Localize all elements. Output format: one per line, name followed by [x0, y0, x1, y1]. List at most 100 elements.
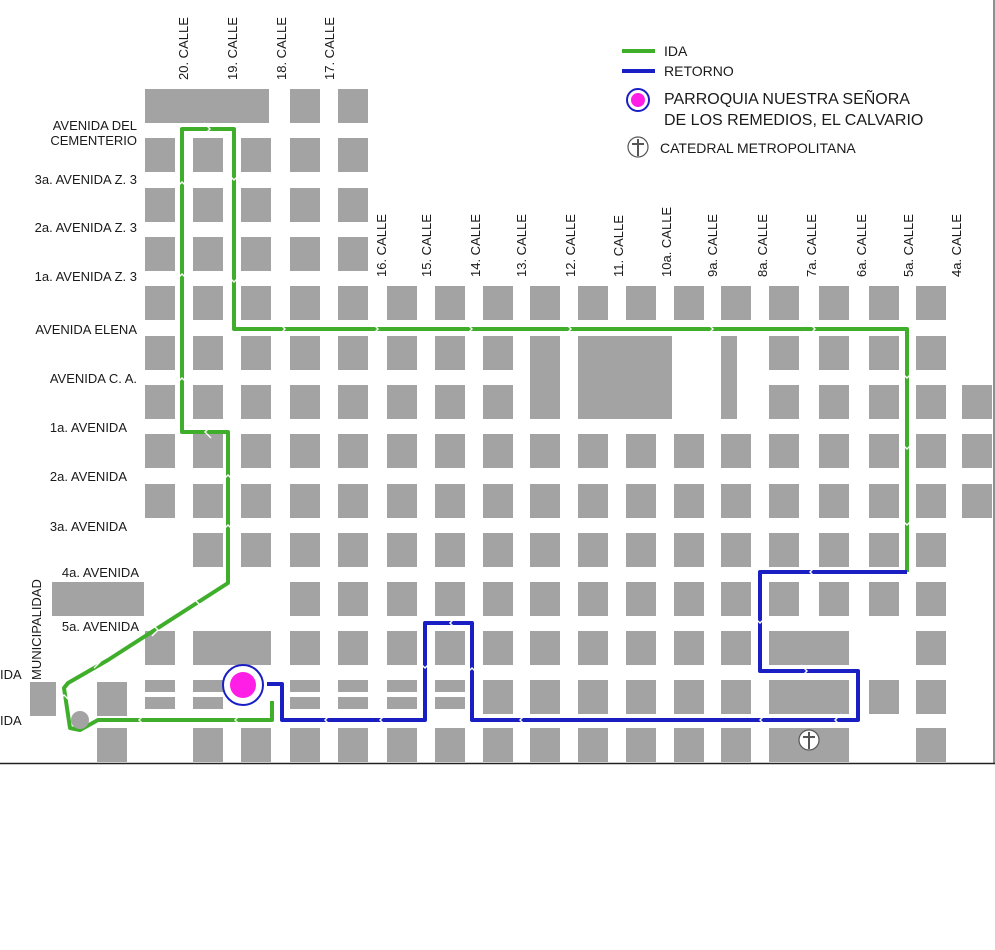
city-block — [241, 728, 271, 762]
city-block — [578, 533, 608, 567]
city-block — [869, 680, 899, 714]
city-block — [530, 434, 560, 468]
city-block — [387, 631, 417, 665]
city-block — [241, 533, 271, 567]
city-block — [435, 680, 465, 692]
city-block — [530, 582, 560, 616]
magenta-circle-icon — [626, 88, 650, 112]
city-block — [338, 434, 368, 468]
city-block — [916, 582, 946, 616]
city-block — [769, 680, 849, 714]
city-block — [338, 385, 368, 419]
avenue-label-3a-z3: 3a. AVENIDA Z. 3 — [35, 172, 137, 187]
city-block — [819, 582, 849, 616]
direction-arrow — [151, 623, 159, 637]
route-direction-arrows — [57, 122, 914, 727]
city-block — [869, 385, 899, 419]
street-label-5a-calle: 5a. CALLE — [901, 214, 916, 277]
city-block — [626, 631, 656, 665]
city-block — [916, 680, 946, 714]
direction-arrow — [834, 713, 842, 727]
city-block — [290, 434, 320, 468]
city-block — [387, 434, 417, 468]
legend-catedral-label: CATEDRAL METROPOLITANA — [660, 140, 856, 156]
direction-arrow — [57, 694, 71, 702]
municipalidad-dot — [71, 711, 89, 729]
city-block — [338, 582, 368, 616]
city-block — [435, 631, 465, 665]
city-block — [869, 582, 899, 616]
direction-arrow — [706, 322, 714, 336]
street-label-12-calle: 12. CALLE — [563, 214, 578, 277]
city-block — [290, 237, 320, 271]
legend-panel — [610, 38, 962, 164]
city-block — [721, 484, 751, 518]
street-label-4a-calle: 4a. CALLE — [949, 214, 964, 277]
city-block — [483, 286, 513, 320]
city-block — [97, 682, 127, 716]
city-block — [483, 336, 513, 370]
city-block — [338, 188, 368, 222]
street-label-17-calle: 17. CALLE — [322, 17, 337, 80]
catedral-cross-icon — [798, 729, 820, 751]
city-block — [721, 336, 737, 419]
direction-arrow — [809, 565, 817, 579]
city-block — [578, 728, 608, 762]
city-block — [145, 697, 175, 709]
avenue-label-4a: 4a. AVENIDA — [62, 565, 139, 580]
city-block — [916, 336, 946, 370]
city-block — [290, 385, 320, 419]
direction-arrow — [204, 425, 212, 439]
city-block — [290, 582, 320, 616]
city-block — [916, 434, 946, 468]
city-block — [435, 434, 465, 468]
city-block — [869, 484, 899, 518]
direction-arrow — [138, 713, 146, 727]
city-block — [530, 336, 560, 419]
city-block — [819, 434, 849, 468]
city-block — [869, 286, 899, 320]
city-block — [626, 680, 656, 714]
city-block — [290, 631, 320, 665]
city-block — [338, 484, 368, 518]
direction-arrow — [418, 661, 432, 669]
city-block — [52, 582, 144, 616]
city-block — [869, 336, 899, 370]
city-block — [674, 484, 704, 518]
direction-arrow — [379, 713, 387, 727]
street-label-6a-calle: 6a. CALLE — [854, 214, 869, 277]
city-block — [338, 533, 368, 567]
city-block — [145, 434, 175, 468]
city-block — [721, 434, 751, 468]
direction-arrow — [227, 173, 241, 181]
city-block — [193, 188, 223, 222]
city-block — [626, 286, 656, 320]
city-block — [530, 533, 560, 567]
street-label-18-calle: 18. CALLE — [274, 17, 289, 80]
avenue-label-elena: AVENIDA ELENA — [35, 322, 137, 337]
city-block — [578, 582, 608, 616]
city-block — [387, 385, 417, 419]
city-block — [193, 385, 223, 419]
city-block — [674, 286, 704, 320]
city-block — [145, 89, 269, 123]
street-label-10a-calle: 10a. CALLE — [659, 207, 674, 277]
municipalidad-label: MUNICIPALIDAD — [29, 579, 44, 680]
city-block — [290, 728, 320, 762]
city-block — [290, 697, 320, 709]
city-block — [962, 484, 992, 518]
city-block — [145, 286, 175, 320]
direction-arrow — [371, 322, 379, 336]
city-block — [869, 434, 899, 468]
city-block — [483, 582, 513, 616]
city-block — [387, 533, 417, 567]
city-block — [483, 631, 513, 665]
city-block — [962, 385, 992, 419]
direction-arrow — [465, 667, 479, 675]
direction-arrow — [900, 371, 914, 379]
city-block — [869, 533, 899, 567]
city-block — [483, 385, 513, 419]
legend-retorno-label: RETORNO — [664, 63, 734, 79]
city-block — [916, 385, 946, 419]
city-block — [819, 286, 849, 320]
